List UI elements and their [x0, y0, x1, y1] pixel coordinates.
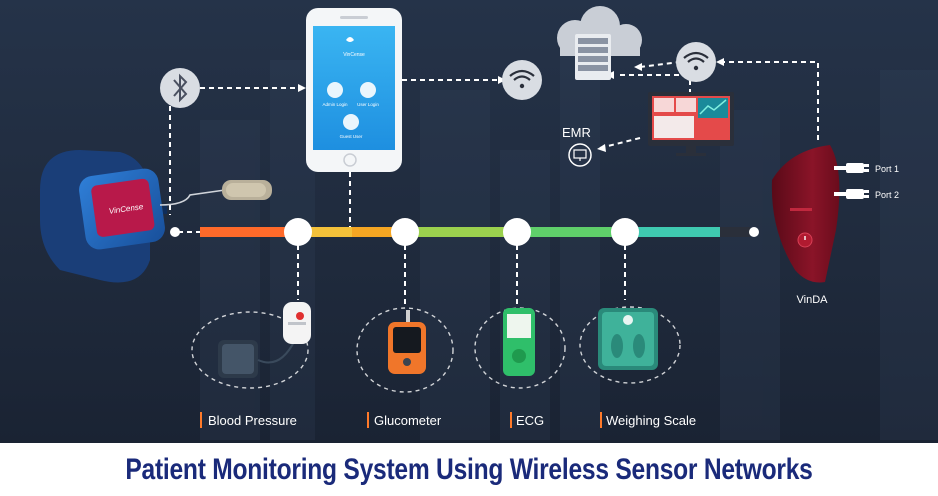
bus-node-scale [611, 218, 639, 246]
phone-brand: VinCense [343, 52, 365, 58]
bus-end-left [170, 227, 180, 237]
smartwatch: VinCense [40, 150, 167, 283]
guest-user-label: Guest User [340, 134, 363, 139]
wifi-icon [676, 42, 716, 82]
user-login-button [360, 82, 376, 98]
bus-node-bp [284, 218, 312, 246]
admin-login-label: Admin Login [322, 102, 348, 107]
page-title: Patient Monitoring System Using Wireless… [84, 443, 853, 496]
ecg-device [503, 308, 535, 376]
bluetooth-icon [160, 68, 200, 108]
phone-screen [313, 26, 395, 150]
emr-label: EMR [562, 125, 591, 140]
smartphone: VinCense Admin Login User Login Guest Us… [306, 8, 402, 172]
wifi-icon [502, 60, 542, 100]
weighing-scale-device [598, 308, 658, 370]
bus-node-gluco [391, 218, 419, 246]
label-ecg: ECG [516, 413, 544, 428]
server-icon [575, 34, 611, 80]
admin-login-button [327, 82, 343, 98]
bus-node-ecg [503, 218, 531, 246]
hub-name: VinDA [797, 294, 829, 306]
port-1-label: Port 1 [875, 164, 899, 174]
bus-end-right [749, 227, 759, 237]
port-2-label: Port 2 [875, 190, 899, 200]
label-blood-pressure: Blood Pressure [208, 413, 297, 428]
system-diagram: VinCense Admin Login User Login Guest Us… [0, 0, 938, 443]
guest-user-button [343, 114, 359, 130]
label-glucometer: Glucometer [374, 413, 442, 428]
user-login-label: User Login [357, 102, 379, 107]
label-weighing-scale: Weighing Scale [606, 413, 696, 428]
